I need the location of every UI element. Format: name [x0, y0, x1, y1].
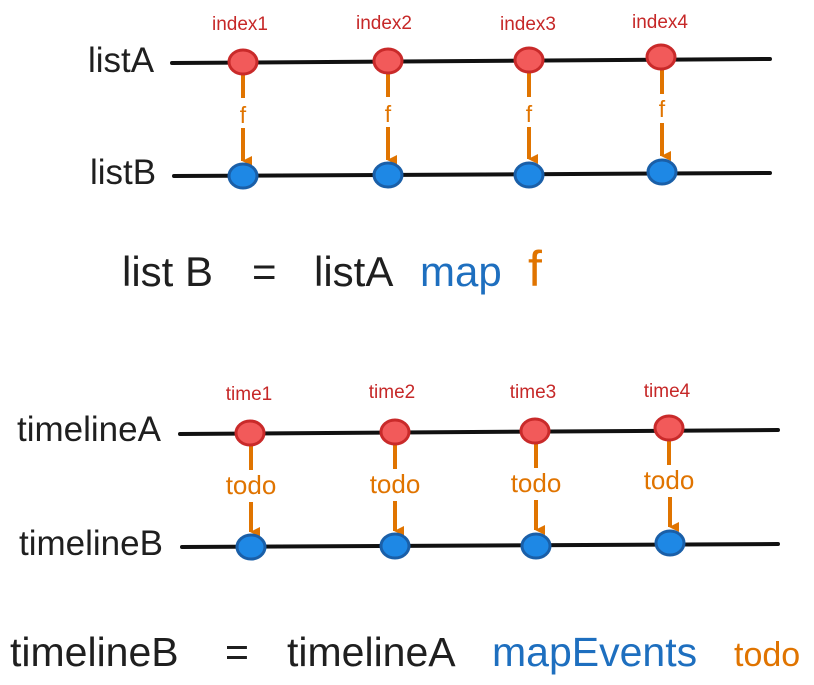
index-label: index3	[500, 14, 556, 35]
output-marble	[227, 162, 259, 190]
input-marble	[653, 414, 685, 442]
function-label: f	[240, 102, 247, 128]
output-marble	[513, 161, 545, 189]
input-marble	[519, 417, 551, 445]
output-marble	[372, 161, 404, 189]
row-a-line	[170, 57, 772, 65]
input-marble	[645, 43, 677, 71]
function-label: todo	[511, 468, 562, 498]
equation: timelineB = timelineA mapEvents todo	[10, 629, 800, 675]
function-label: todo	[370, 469, 421, 499]
input-marble	[372, 47, 404, 75]
equation: list B = listA map f	[122, 241, 542, 297]
time-label: time2	[369, 382, 415, 403]
row-b-label: listB	[90, 153, 156, 192]
output-marble	[520, 532, 552, 560]
function-label: f	[385, 101, 392, 127]
row-a-label: listA	[88, 41, 155, 80]
equation-equals: =	[225, 629, 249, 675]
input-marble	[379, 418, 411, 446]
index-label: index1	[212, 14, 268, 35]
row-a-line	[178, 428, 780, 436]
equation-left: list B	[122, 248, 213, 295]
row-b-line	[180, 542, 780, 549]
input-marble	[227, 48, 259, 76]
function-label: f	[526, 101, 533, 127]
diagram-timeline-mapevents: timelineA timelineB time1 todo time2 tod…	[10, 381, 800, 675]
time-label: time3	[510, 382, 556, 403]
input-marble	[513, 46, 545, 74]
index-label: index4	[632, 12, 688, 33]
function-label: todo	[644, 465, 695, 495]
row-b-label: timelineB	[19, 524, 163, 563]
output-marble	[235, 533, 267, 561]
equation-equals: =	[252, 248, 277, 295]
equation-operator: mapEvents	[492, 629, 697, 675]
equation-operator: map	[420, 248, 502, 295]
row-b-line	[172, 171, 772, 178]
index-label: index2	[356, 13, 412, 34]
equation-source: timelineA	[287, 629, 456, 675]
equation-left: timelineB	[10, 629, 179, 675]
output-marble	[379, 532, 411, 560]
output-marble	[654, 529, 686, 557]
output-marble	[646, 158, 678, 186]
diagram-list-map: listA listB index1 f index2 f index3 f i…	[88, 12, 772, 297]
input-marble	[234, 419, 266, 447]
equation-function: todo	[734, 636, 800, 674]
time-label: time1	[226, 384, 272, 405]
time-label: time4	[644, 381, 691, 402]
row-a-label: timelineA	[17, 410, 162, 449]
equation-function: f	[528, 241, 542, 297]
equation-source: listA	[314, 248, 393, 295]
function-label: f	[659, 96, 666, 122]
function-label: todo	[226, 470, 277, 500]
